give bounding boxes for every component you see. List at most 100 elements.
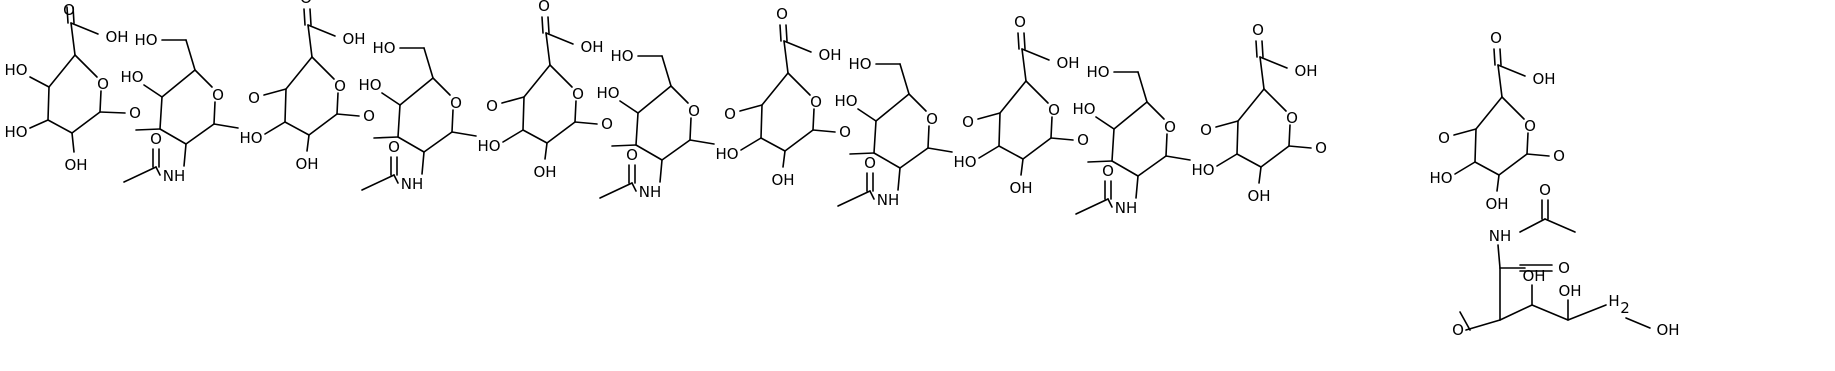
ring-bond [161,69,196,98]
ring-bond [1236,120,1239,155]
ring-oxygen-label: O [1524,117,1536,135]
ring-bond [1111,128,1115,162]
hydroxyl-label: HO [1072,100,1095,118]
ring-bond [635,144,663,161]
hydroxyl-label: OH [771,171,794,189]
glycosidic-bond [336,113,360,117]
carboxyl-oh-label: OH [1056,54,1079,72]
bond [185,39,196,71]
bond [599,182,633,199]
double-bond [785,24,788,42]
ring-bond [194,69,213,88]
bond [423,47,434,79]
ring-bond [336,92,339,115]
bond [381,92,401,106]
ring-bond [185,123,215,145]
double-bond [72,6,75,24]
ring-bond [1146,101,1165,120]
ring-bond [1111,160,1139,177]
bond [782,150,786,168]
bond [1021,48,1027,82]
ring-bond [927,125,930,149]
hydroxyl-label: HO [953,153,976,171]
glycosidic-bond [689,139,715,145]
bond [783,40,789,74]
glycosidic-bond [611,144,637,147]
bond [837,190,871,207]
ring-bond [873,120,877,154]
ring-oxygen-label: O [212,86,224,104]
bond [70,22,99,35]
ring-bond [998,145,1024,160]
acetyl-oxygen-label: O [388,138,400,156]
ring-oxygen-label: O [810,93,822,111]
bond [1258,166,1262,184]
hydroxymethyl-label: HO [134,31,157,49]
glycosidic-bond [849,152,875,155]
glycosidic-bond [135,128,161,131]
ring-bond [1475,96,1503,130]
bond [897,167,901,191]
ring-bond [397,104,401,138]
hydroxyl-label: OH [1558,282,1581,300]
bond [740,137,762,151]
ring-bond [74,54,98,78]
acetyl-oxygen-label: O [1102,162,1114,180]
bond [1095,116,1115,130]
ring-bond [1260,145,1290,168]
carboxyl-oxygen-label: O [538,0,550,15]
bond [661,55,672,87]
glycosidic-oxygen-label: O [486,97,498,115]
acetyl-oxygen-label: O [1539,181,1551,199]
acetyl-oxygen-label: O [864,154,876,172]
bond [307,24,336,37]
glycosidic-bond [1050,137,1074,141]
hydroxyl-label: OH [1656,321,1679,339]
ring-bond [784,129,814,152]
ring-oxygen-label: O [572,85,584,103]
glycosidic-bond [213,123,239,129]
ring-bond [661,139,691,161]
bond [1259,56,1288,69]
ring-bond [635,112,639,146]
hydroxymethyl-label: HO [848,55,871,73]
glycosidic-oxygen-label: O [1200,121,1212,139]
hydroxyl-label: HO [834,92,857,110]
ring-bond [1474,161,1500,176]
hydroxyl-label: OH [1009,179,1032,197]
hydroxymethyl-label: HO [372,39,395,57]
bond [1625,317,1651,329]
ring-bond [451,109,454,133]
hydroxyl-label: HO [715,145,738,163]
hydroxyl-label: HO [120,68,143,86]
ring-bond [1113,101,1148,130]
double-bond [66,6,69,24]
bond [1519,218,1546,233]
glycosidic-oxygen-label: O [601,115,613,133]
bond [1497,64,1503,98]
double-bond [303,8,306,26]
ring-oxygen-label: O [1048,101,1060,119]
glycosidic-bond [977,112,1001,120]
hydroxymethyl-label: HO [1086,63,1109,81]
ring-bond [522,129,548,144]
ring-oxygen-label: O [926,110,938,128]
amide-nh-label: NH [163,167,186,185]
bond [1021,48,1050,61]
glycosidic-oxygen-label: O [129,104,141,122]
ring-bond [760,137,786,152]
bond [631,182,637,192]
ring-bond [637,85,672,114]
ring-oxygen-label: O [688,102,700,120]
bond [545,32,551,66]
double-bond [1023,32,1026,50]
double-bond [309,8,312,26]
hydroxyl-label: OH [1522,267,1545,285]
hydroxyl-label: HO [1191,161,1214,179]
bond [1259,56,1265,90]
ring-bond [159,128,187,145]
bond [29,119,49,129]
ring-bond [998,112,1001,147]
ring-bond [1263,88,1287,112]
glycosidic-bond [1526,153,1550,157]
